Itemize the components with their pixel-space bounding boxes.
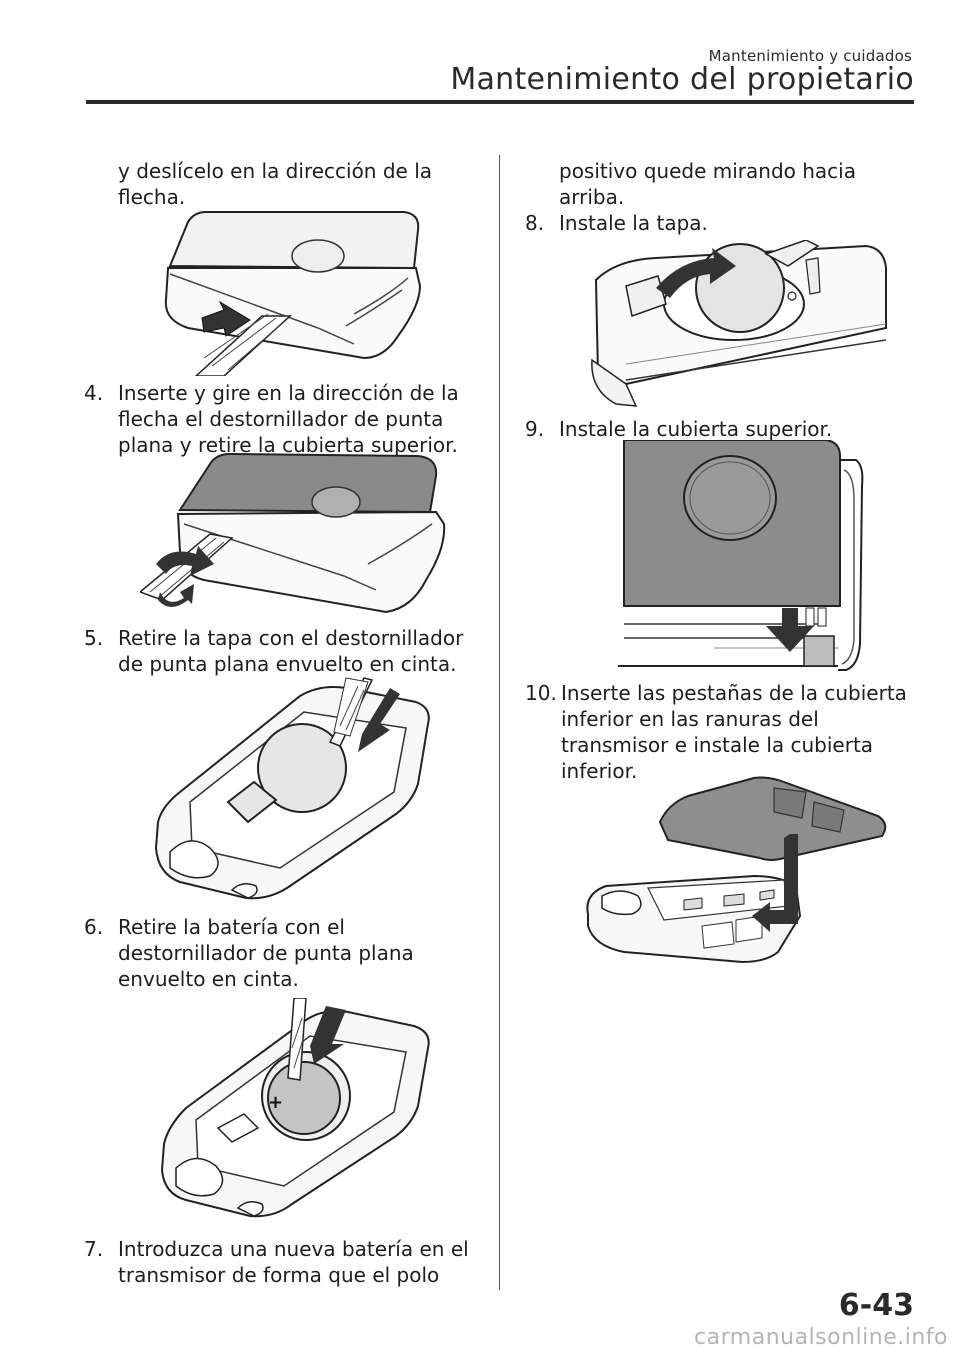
- text-line: flecha.: [118, 185, 186, 209]
- step-8: 8. Instale la tapa.: [525, 210, 925, 240]
- step-7: 7. Introduzca una nueva batería en el tr…: [84, 1236, 484, 1294]
- text-line: inferior en las ranuras del: [561, 707, 819, 731]
- text-line: transmisor e instale la cubierta: [561, 733, 874, 757]
- text-line: Retire la batería con el: [118, 915, 345, 939]
- text-line: transmisor de forma que el polo: [118, 1263, 440, 1287]
- text-line: flecha el destornillador de punta: [118, 407, 444, 431]
- intro-text: y deslícelo en la dirección de la flecha…: [118, 158, 432, 210]
- step-6: 6. Retire la batería con el destornillad…: [84, 914, 484, 998]
- text-line: arriba.: [559, 185, 625, 209]
- text-line: Retire la tapa con el destornillador: [118, 626, 464, 650]
- text-line: envuelto en cinta.: [118, 967, 299, 991]
- step-5: 5. Retire la tapa con el destornillador …: [84, 625, 484, 683]
- text-line: Instale la cubierta superior.: [559, 417, 833, 441]
- column-divider: [499, 155, 500, 1290]
- step-number: 4.: [84, 381, 104, 405]
- text-line: positivo quede mirando hacia: [559, 159, 856, 183]
- text-line: de punta plana envuelto en cinta.: [118, 652, 457, 676]
- figure-remove-lid: [154, 677, 430, 900]
- figure-slide-key: [164, 211, 422, 376]
- figure-remove-upper-cover: [140, 452, 446, 614]
- text-line: inferior.: [561, 759, 638, 783]
- battery-plus-mark: +: [268, 1092, 283, 1113]
- text-line: Instale la tapa.: [559, 211, 708, 235]
- page-number: 6-43: [838, 1288, 914, 1323]
- step-number: 10.: [525, 681, 557, 705]
- text-line: Inserte las pestañas de la cubierta: [561, 681, 907, 705]
- figure-install-upper-cover: [618, 440, 864, 671]
- step-number: 6.: [84, 915, 104, 939]
- figure-install-lid: [591, 240, 887, 407]
- section-label: Mantenimiento y cuidados: [708, 47, 912, 65]
- step-number: 5.: [84, 626, 104, 650]
- step-number: 7.: [84, 1237, 104, 1261]
- text-line: destornillador de punta plana: [118, 941, 414, 965]
- figure-remove-battery: +: [160, 998, 430, 1218]
- step-10: 10. Inserte las pestañas de la cubierta …: [525, 680, 925, 790]
- step-number: 8.: [525, 211, 545, 235]
- text-line: Inserte y gire en la dirección de la: [118, 381, 459, 405]
- step-4: 4. Inserte y gire en la dirección de la …: [84, 380, 484, 464]
- header-rule: [86, 100, 914, 104]
- figure-install-lower-cover: [586, 776, 887, 964]
- text-line: plana y retire la cubierta superior.: [118, 433, 458, 457]
- page-title: Mantenimiento del propietario: [450, 62, 914, 97]
- step-9: 9. Instale la cubierta superior.: [525, 416, 925, 446]
- text-line: Introduzca una nueva batería en el: [118, 1237, 469, 1261]
- watermark: carmanualsonline.info: [694, 1325, 948, 1350]
- step-number: 9.: [525, 417, 545, 441]
- text-line: y deslícelo en la dirección de la: [118, 159, 433, 183]
- continued-text: positivo quede mirando hacia arriba.: [559, 158, 856, 210]
